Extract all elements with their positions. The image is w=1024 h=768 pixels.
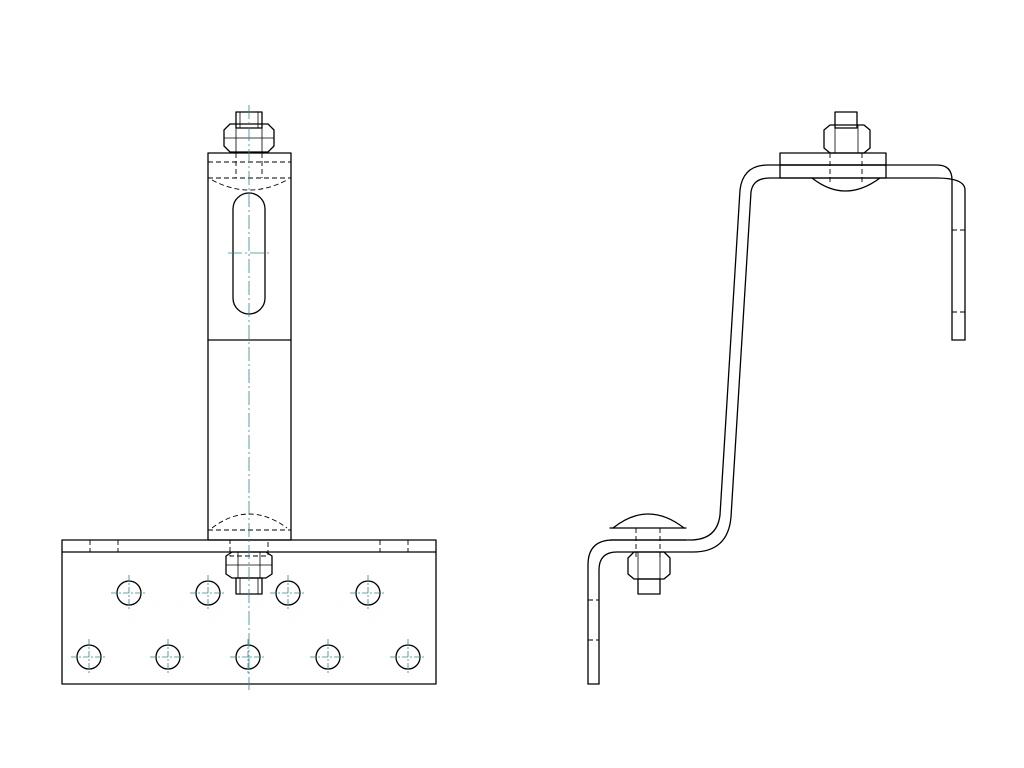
base-plate-holes [71,575,426,675]
bottom-clamp [609,513,687,595]
side-view [587,111,966,685]
z-bracket-outer [587,164,953,685]
front-view [61,105,437,690]
top-clamp [779,111,887,192]
z-bracket-inner [598,177,966,685]
adjustment-slot [232,192,266,315]
vertical-arm [207,152,292,541]
